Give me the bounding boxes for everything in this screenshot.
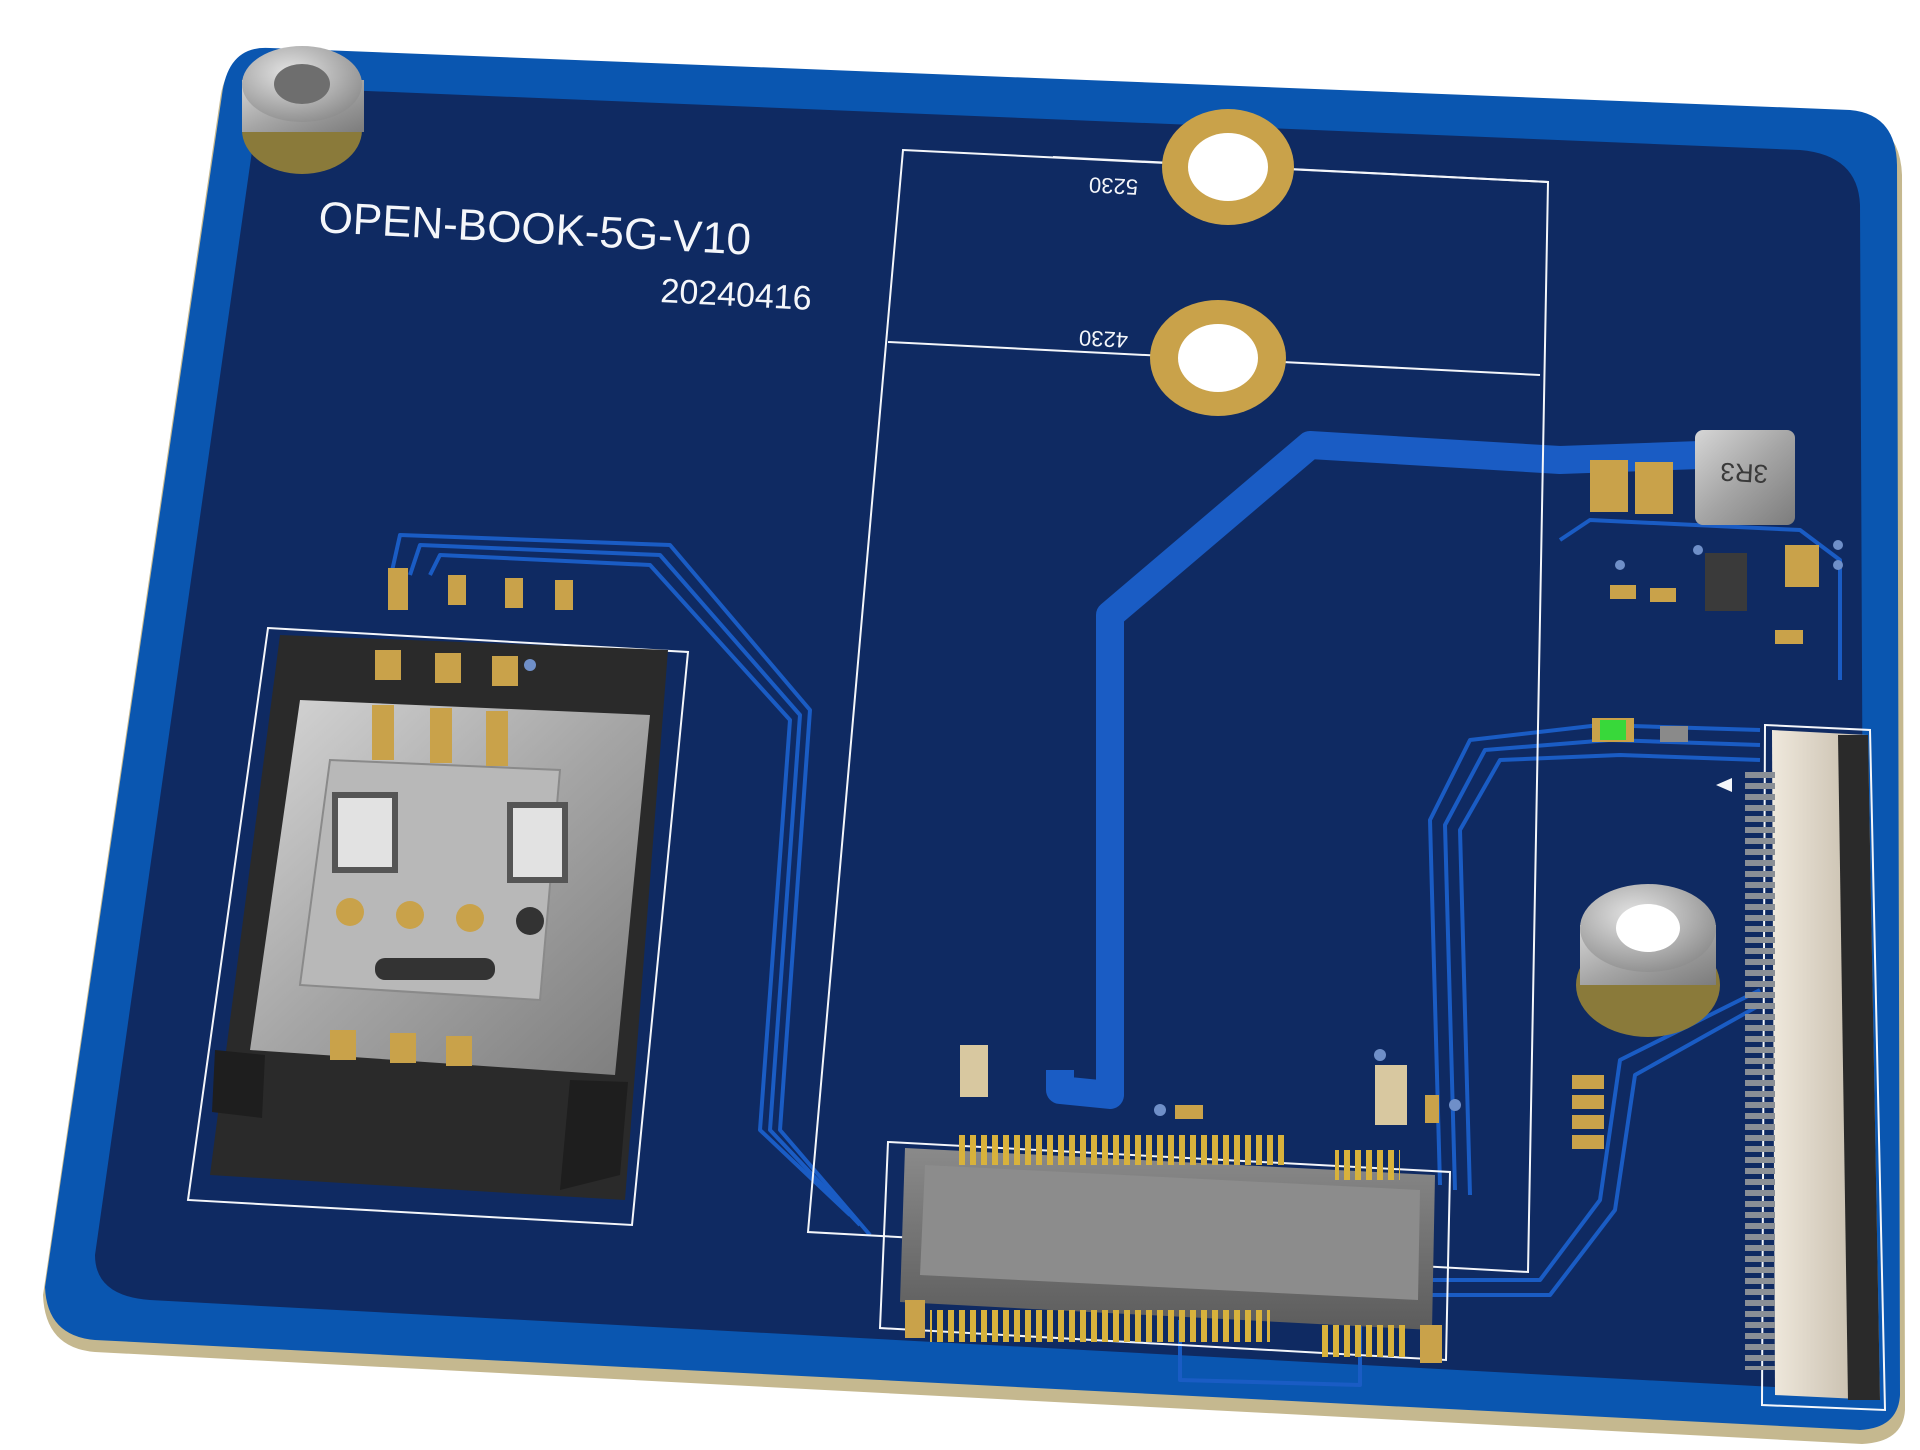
resistor — [555, 580, 573, 610]
resistor — [1610, 585, 1636, 599]
m2-bottom-pins-right — [1320, 1325, 1410, 1357]
sim-window-right — [507, 802, 568, 883]
trace-fpc-bus-3 — [1458, 753, 1761, 1196]
standoff-icon — [274, 64, 330, 104]
board-date: 20240416 — [660, 272, 813, 318]
sim-spring-contact — [486, 711, 508, 766]
trace-fpc-lower-2 — [1430, 1003, 1761, 1297]
resistor — [1572, 1135, 1604, 1149]
m2-bracket-left — [905, 1300, 925, 1338]
vias — [524, 540, 1843, 1116]
sim-contact — [396, 901, 424, 929]
m2-bottom-pins — [930, 1310, 1270, 1342]
via — [1833, 540, 1843, 550]
standoff-right — [1576, 884, 1720, 1037]
via — [1693, 545, 1703, 555]
via — [1374, 1049, 1386, 1061]
fpc-connector — [1716, 730, 1880, 1400]
m2-socket-icon — [920, 1165, 1420, 1300]
trace-sim-bus — [428, 553, 852, 1217]
trace-power-right — [1558, 518, 1842, 680]
inductor-label: 3R3 — [1719, 457, 1768, 489]
m2-passives — [960, 1045, 1439, 1125]
resistor — [1425, 1095, 1439, 1123]
resistor — [388, 568, 408, 610]
mounting-hole-icon — [1188, 133, 1268, 201]
resistor — [1175, 1105, 1203, 1119]
capacitor — [960, 1045, 988, 1097]
m2-socket — [900, 1135, 1442, 1363]
sim-contact — [456, 904, 484, 932]
mounting-hole-upper — [1162, 109, 1294, 225]
resistor — [1650, 588, 1676, 602]
capacitor — [1590, 460, 1628, 512]
via — [1449, 1099, 1461, 1111]
sim-card-holder — [210, 635, 668, 1200]
mount-divider-upper — [1052, 156, 1549, 183]
standoff-icon — [1616, 904, 1680, 952]
capacitor — [1635, 462, 1673, 514]
resistor — [448, 575, 466, 605]
copper-traces — [388, 431, 1842, 1387]
sim-pad — [435, 653, 461, 683]
capacitor — [1375, 1065, 1407, 1125]
sim-spring-contact — [372, 705, 394, 760]
resistor — [1660, 726, 1688, 742]
sim-passives — [388, 568, 573, 610]
fpc-pin1-marker — [1716, 778, 1732, 792]
m2-top-pins — [955, 1135, 1285, 1165]
sim-latch-left — [212, 1050, 265, 1118]
power-inductor — [1695, 430, 1795, 525]
sim-keepout-outline — [186, 626, 690, 1227]
resistor — [1572, 1075, 1604, 1089]
resistor-array — [1572, 1075, 1604, 1149]
sim-spring-contact — [430, 708, 452, 763]
trace-main — [1046, 431, 1701, 1109]
led-icon — [1600, 720, 1626, 740]
resistor — [1775, 630, 1803, 644]
regulator-ic — [1705, 553, 1747, 611]
trace-sim-bus-3 — [388, 533, 872, 1237]
sim-slot — [375, 958, 495, 980]
mounting-hole-icon — [1178, 324, 1258, 392]
sim-window-left — [332, 792, 398, 873]
trace-sim-bus-2 — [408, 543, 862, 1227]
power-section: 3R3 — [1590, 430, 1819, 644]
trace-fpc-lower — [1430, 988, 1761, 1282]
resistor — [1572, 1095, 1604, 1109]
fpc-connector-icon — [1838, 735, 1880, 1400]
resistor — [1572, 1115, 1604, 1129]
via — [1615, 560, 1625, 570]
standoff-top-left — [242, 46, 364, 174]
sim-pad — [330, 1030, 356, 1060]
status-led — [1592, 718, 1688, 742]
m2-bracket-right — [1420, 1325, 1442, 1363]
trace-fpc-bus — [1428, 723, 1761, 1186]
via — [1833, 560, 1843, 570]
mounting-hole-lower — [1150, 300, 1286, 416]
via — [1154, 1104, 1166, 1116]
mount-label-lower: 4230 — [1078, 325, 1128, 353]
m2-top-pins-right — [1335, 1150, 1400, 1180]
capacitor — [1785, 545, 1819, 587]
resistor — [505, 578, 523, 608]
sim-latch-right — [560, 1080, 628, 1190]
sim-pad — [446, 1036, 472, 1066]
sim-pad — [390, 1033, 416, 1063]
sim-pad — [375, 650, 401, 680]
fpc-pins — [1745, 770, 1775, 1370]
mount-label-upper: 5230 — [1088, 172, 1138, 200]
sim-pad — [492, 656, 518, 686]
sim-contact — [336, 898, 364, 926]
sim-contact — [516, 907, 544, 935]
via — [524, 659, 536, 671]
